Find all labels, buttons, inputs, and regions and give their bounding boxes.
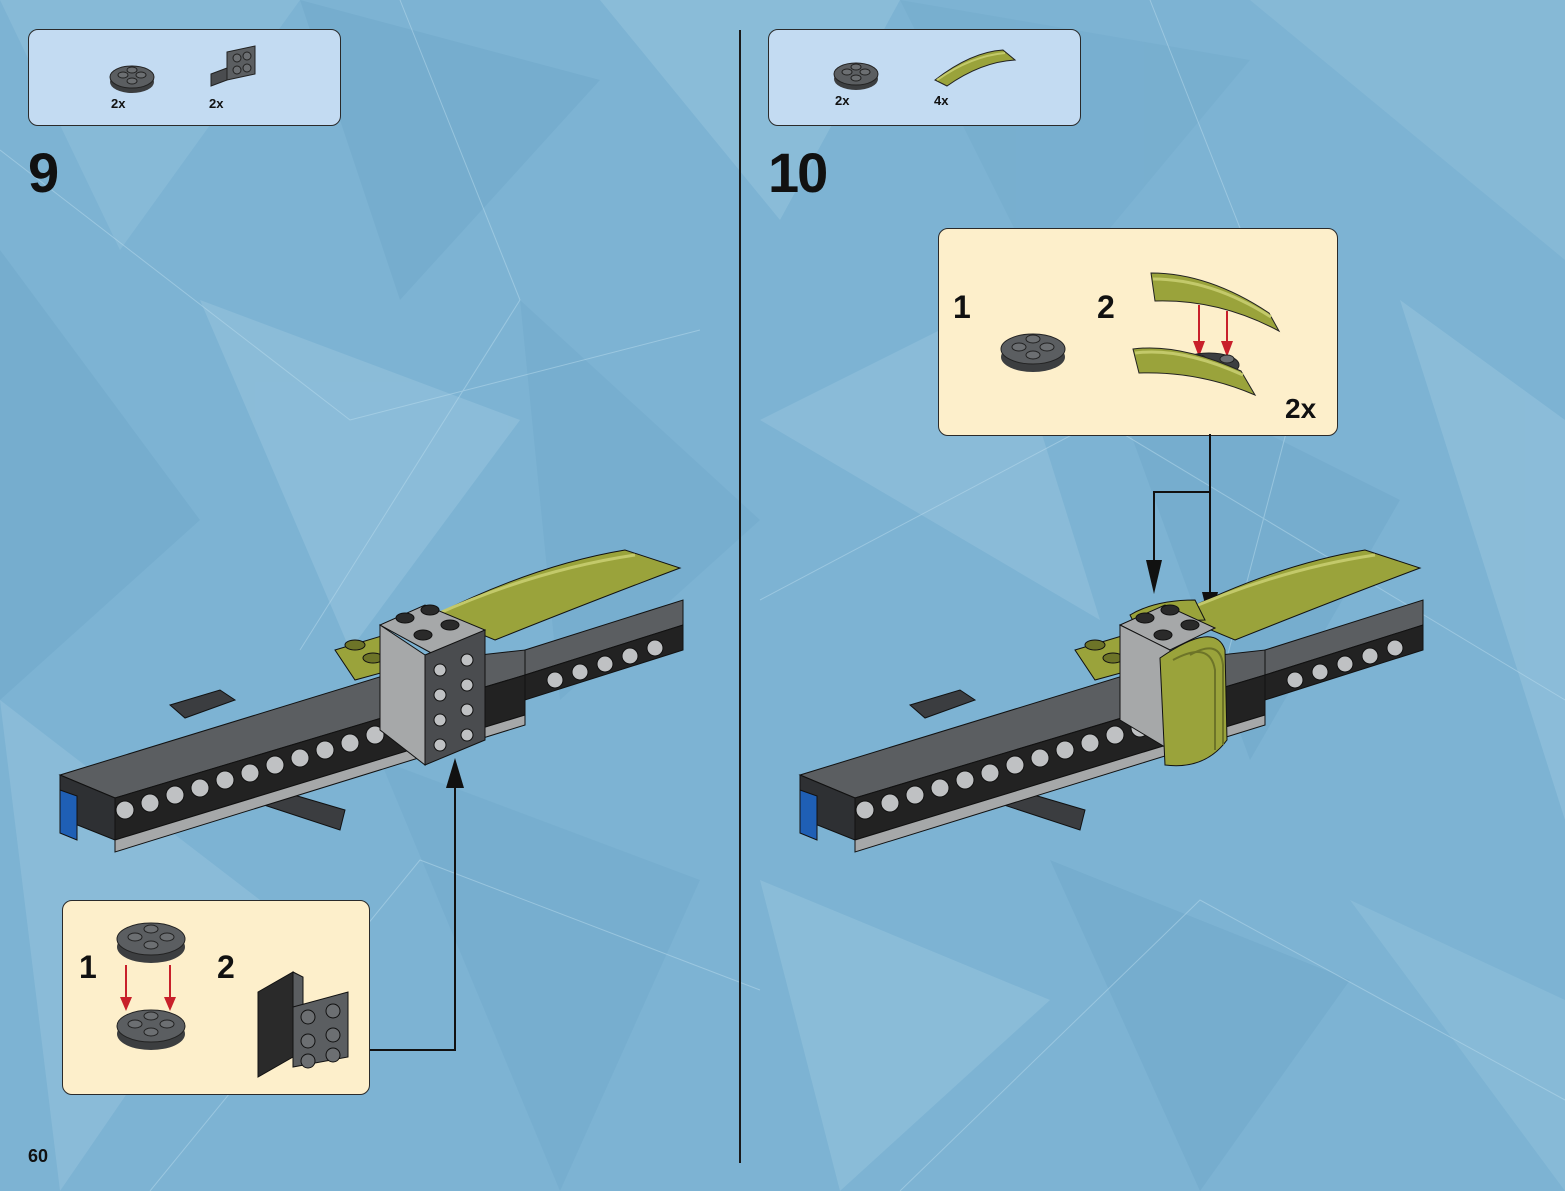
angle-bracket-icon xyxy=(207,44,261,92)
substep-number: 1 xyxy=(953,289,971,326)
round-plate-2x2-icon xyxy=(831,55,881,95)
substep-number: 1 xyxy=(79,949,97,986)
substep-number: 2 xyxy=(1097,289,1115,326)
curved-slope-assembly-icon xyxy=(1129,253,1289,413)
step-number: 9 xyxy=(28,140,57,205)
parts-list-step-10: 2x 4x xyxy=(768,29,1081,126)
angle-bracket-icon xyxy=(253,967,353,1077)
model-assembly-step-10 xyxy=(795,540,1435,870)
page-divider xyxy=(739,30,741,1163)
connector-arrow xyxy=(360,750,470,1060)
part-qty: 4x xyxy=(934,93,948,108)
substep-number: 2 xyxy=(217,949,235,986)
substep-callout-step-9: 1 2 xyxy=(62,900,370,1095)
page-number: 60 xyxy=(28,1146,48,1167)
round-plate-2x2-icon xyxy=(997,321,1073,381)
parts-list-step-9: 2x 2x xyxy=(28,29,341,126)
part-qty: 2x xyxy=(111,96,125,111)
round-plate-2x2-icon xyxy=(107,58,157,98)
curved-slope-icon xyxy=(931,46,1021,90)
part-qty: 2x xyxy=(835,93,849,108)
multiplier: 2x xyxy=(1285,393,1316,425)
round-plate-2x2-icon xyxy=(113,998,193,1058)
part-qty: 2x xyxy=(209,96,223,111)
round-plate-2x2-icon xyxy=(113,911,193,971)
step-number: 10 xyxy=(768,140,826,205)
substep-callout-step-10: 1 2 2x xyxy=(938,228,1338,436)
